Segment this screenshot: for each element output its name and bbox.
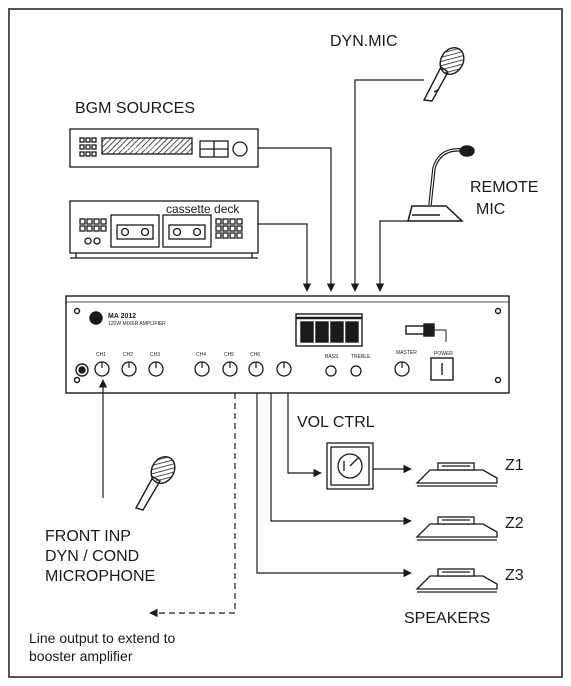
channel-label-ch4: CH4	[196, 352, 206, 358]
bass-knob	[325, 365, 337, 377]
line-output-line	[149, 393, 236, 618]
remote-mic-device	[407, 145, 475, 222]
amp-to-z3-line	[256, 393, 412, 578]
line-output-label-line2: booster amplifier	[29, 648, 133, 664]
front-inp-label-line1: FRONT INP	[45, 528, 131, 545]
channel-label-ch3: CH3	[150, 352, 160, 358]
treble-label: TREBLE	[351, 354, 371, 360]
remotemic-to-amp-line	[375, 220, 410, 292]
cassette-deck-device	[69, 200, 259, 259]
front-mic-device	[134, 455, 176, 511]
dyn-mic-label: DYN.MIC	[330, 33, 398, 50]
treble-knob	[350, 365, 362, 377]
speakers-label: SPEAKERS	[404, 610, 490, 627]
speaker-z2	[415, 516, 498, 541]
amp-to-z2-line	[270, 393, 412, 526]
channel-label-ch2: CH2	[123, 352, 133, 358]
zone-label-z2: Z2	[505, 515, 524, 532]
bgm-sources-label: BGM SOURCES	[75, 100, 195, 117]
cd-to-amp-line	[258, 147, 336, 292]
amp-model-label: MA 2012	[108, 313, 136, 320]
mixer-amplifier	[65, 295, 510, 394]
cassette-to-amp-line	[258, 223, 312, 292]
channel-knobs	[94, 361, 410, 377]
cd-player-label: CD PLAYER	[122, 147, 156, 153]
amp-subtitle-label: 120W MIXER AMPLIFIER	[108, 321, 166, 327]
volume-control-device	[326, 442, 374, 490]
bass-label: BASS	[325, 354, 339, 360]
line-output-label-line1: Line output to extend to	[29, 630, 176, 646]
speaker-z1	[415, 462, 498, 487]
cassette-deck-label: cassette deck	[166, 202, 240, 216]
front-inp-label-line2: DYN / COND	[45, 548, 139, 565]
dyn-mic-device	[422, 46, 465, 102]
zone-label-z1: Z1	[505, 457, 524, 474]
vol-ctrl-label: VOL CTRL	[297, 414, 375, 431]
remote-mic-label-line1: REMOTE	[470, 179, 538, 196]
front-inp-label-line3: MICROPHONE	[45, 568, 155, 585]
channel-label-ch1: CH1	[96, 352, 106, 358]
cd-player-device	[69, 128, 259, 168]
speaker-z3	[415, 568, 498, 593]
master-label: MASTER	[396, 350, 417, 356]
channel-label-ch5: CH5	[224, 352, 234, 358]
power-label: POWER	[434, 351, 453, 357]
dynmic-to-amp-line	[350, 79, 424, 292]
zone-label-z3: Z3	[505, 567, 524, 584]
remote-mic-label-line2: MIC	[476, 201, 505, 218]
amp-to-volctrl-line	[287, 393, 322, 478]
channel-label-ch6: CH6	[250, 352, 260, 358]
connection-lines	[98, 79, 424, 618]
